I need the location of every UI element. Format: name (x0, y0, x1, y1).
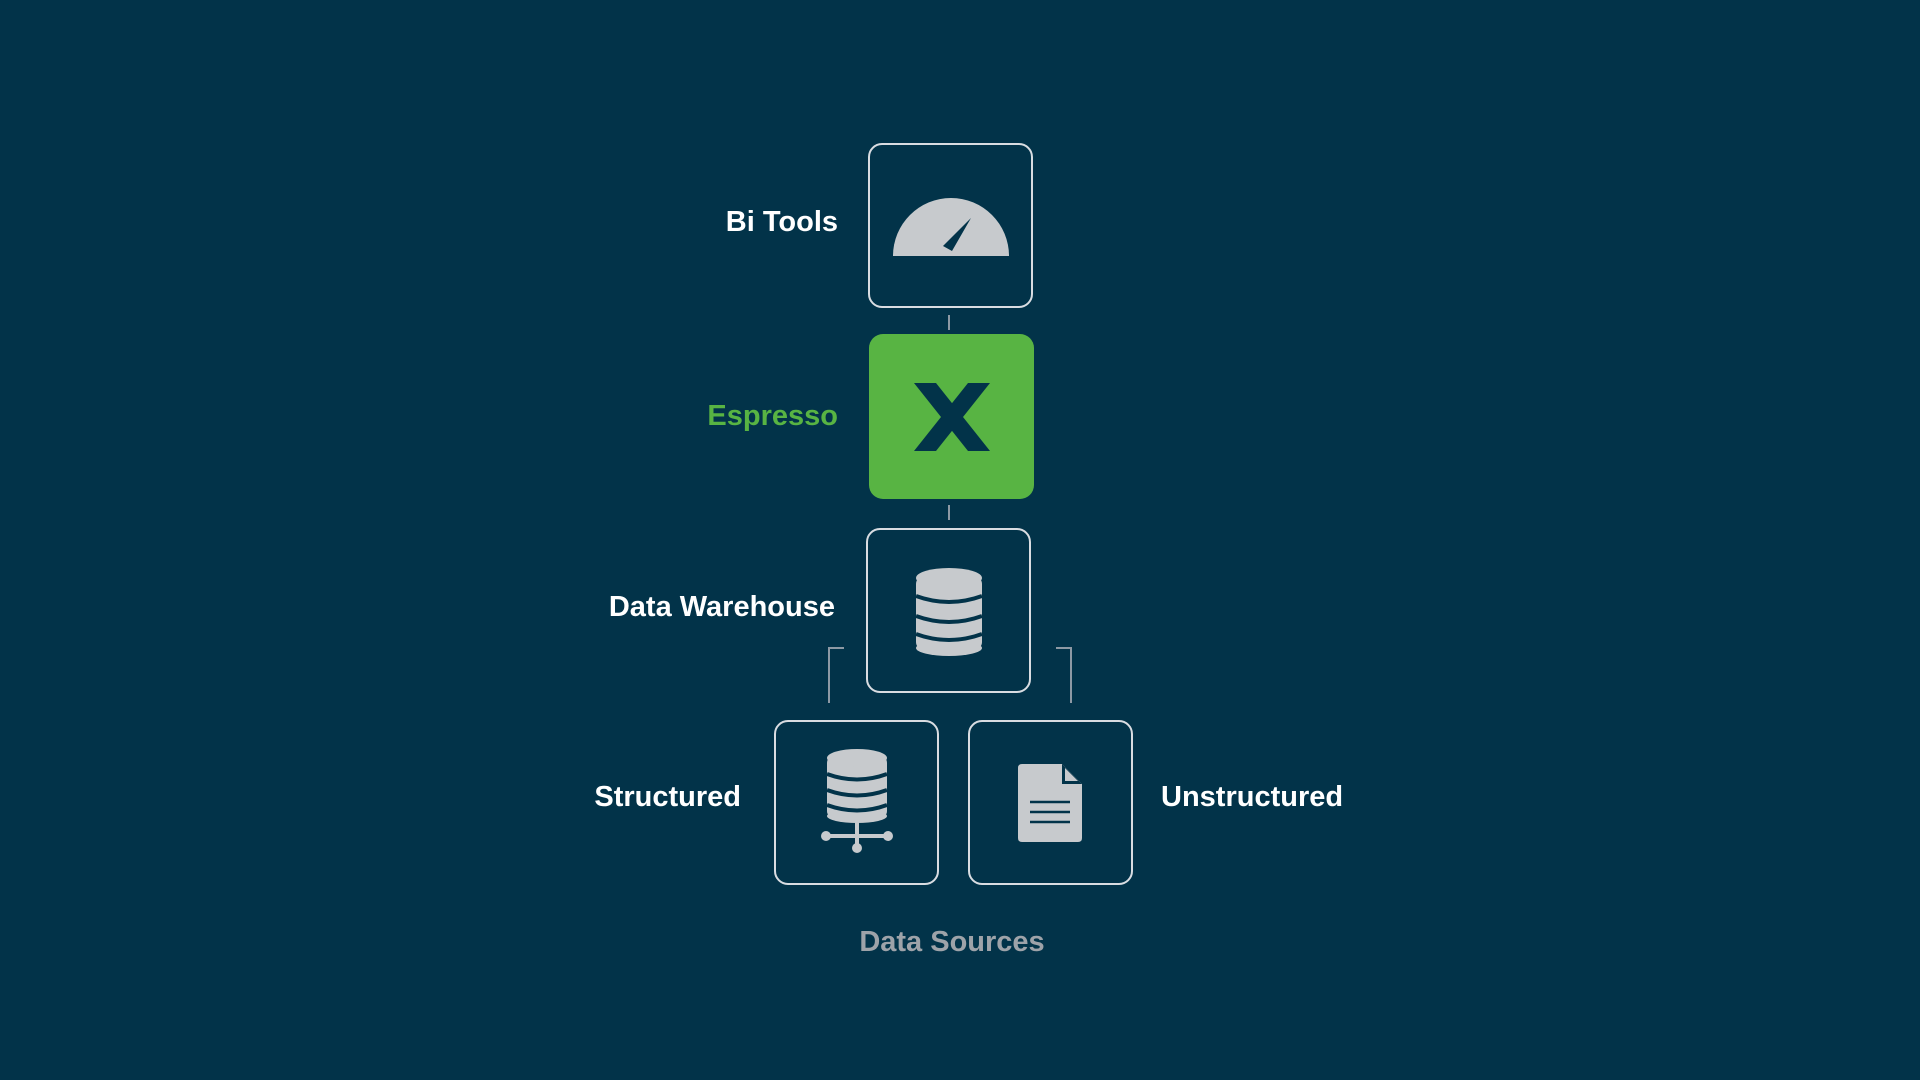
database-icon (914, 567, 983, 656)
data-warehouse-label: Data Warehouse (608, 591, 835, 623)
data-sources-caption: Data Sources (859, 926, 1045, 958)
espresso-x-logo (913, 382, 990, 451)
bi-tools-node (868, 143, 1033, 308)
unstructured-node (968, 720, 1133, 885)
structured-label: Structured (594, 781, 741, 813)
gauge-icon (892, 197, 1009, 256)
espresso-label: Espresso (707, 400, 838, 432)
espresso-node (869, 334, 1034, 499)
connector-warehouse-unstructured (1056, 647, 1072, 703)
bi-tools-label: Bi Tools (725, 206, 838, 238)
document-icon (1017, 763, 1082, 842)
data-warehouse-node (866, 528, 1031, 693)
database-network-icon (820, 748, 893, 853)
structured-node (774, 720, 939, 885)
connector-warehouse-structured (828, 647, 844, 703)
unstructured-label: Unstructured (1161, 781, 1344, 813)
